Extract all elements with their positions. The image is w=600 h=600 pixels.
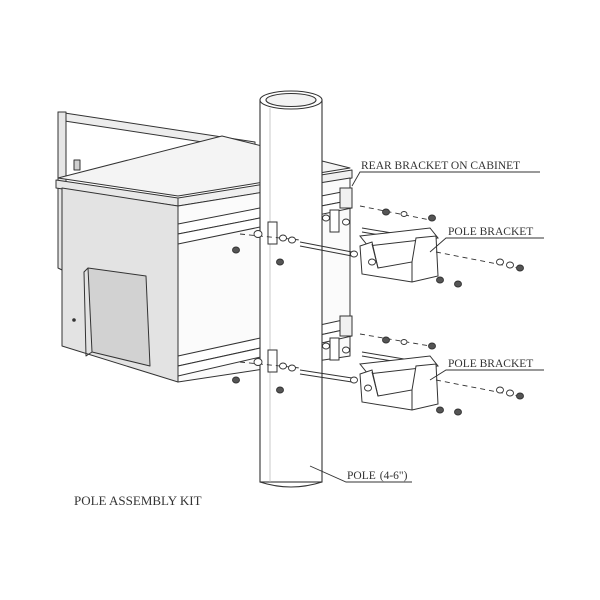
nut-u15 [516,264,524,272]
assembly-lines [239,205,519,397]
cabinet-latch [72,318,76,322]
clamp-lower-right [329,337,340,361]
cabinet-door [87,267,151,367]
pole-body [259,99,323,483]
leader-pole-bracket-upper [429,237,544,253]
cabinet-door-edge [83,267,93,357]
leader-pole-bracket-lower [429,369,544,381]
pole-bracket-lower-bend2 [371,371,379,397]
nut-l9 [428,342,436,350]
washer-u16 [322,214,330,222]
leader-pole [309,465,412,483]
pole-bracket-upper-bend2 [371,243,379,269]
rod-upper-1 [299,241,353,253]
washer-u3 [288,236,296,244]
washer-u13 [496,258,504,266]
washer-u7 [368,258,376,266]
rod-lower-1b [299,373,353,383]
nut-u11 [436,276,444,284]
nut-u4 [232,246,240,254]
washer-u1 [253,230,263,238]
washer-l2 [279,362,287,370]
washer-l3 [288,364,296,372]
pole-bracket-upper [359,227,439,283]
dash-upper-b [435,251,519,269]
nut-u12 [454,280,462,288]
pole-bracket-lower [359,355,439,411]
washer-u14 [506,261,514,269]
rod-lower-1 [299,369,353,379]
nut-l8 [382,336,390,344]
washer-u10 [400,211,408,217]
washer-l7 [364,384,372,392]
nut-l15 [516,392,524,400]
rod-upper-1b [299,245,353,257]
nut-l5 [276,386,284,394]
nut-l11 [436,406,444,414]
label-pole-bracket-lower: POLE BRACKET [448,358,533,370]
pole-bracket-upper-back [359,227,439,247]
label-pole-bracket-upper: POLE BRACKET [448,226,533,238]
nut-u8 [382,208,390,216]
dash-lower-a [359,333,431,347]
dash-upper-a [359,205,431,221]
dash-upper-c [239,233,301,241]
washer-l16 [322,342,330,350]
pole-bottom-edge [259,481,323,488]
dash-lower-b [435,379,519,397]
washer-l17 [342,346,350,354]
pole [259,90,323,488]
washer-u2 [279,234,287,242]
nut-l4 [232,376,240,384]
label-pole-size: (4-6") [380,470,408,482]
pole-top-inner [265,92,317,108]
washer-l13 [496,386,504,394]
nut-l12 [454,408,462,416]
hardware [232,208,524,416]
leader-lines [309,171,544,483]
washer-l10 [400,339,408,345]
rear-bracket-upper-end [339,187,353,209]
label-pole-name: POLE [347,470,376,482]
clamp-upper-right [329,209,340,233]
diagram-caption: POLE ASSEMBLY KIT [74,493,202,508]
nut-u5 [276,258,284,266]
pole-clamps [267,209,340,373]
cabinet-side-bolt [73,159,81,171]
washer-l6 [350,376,358,384]
rod-lower-2 [361,351,411,361]
washer-u17 [342,218,350,226]
leader-rear-bracket [351,171,540,187]
dash-lower-c [239,361,301,369]
pole-bracket-lower-back [359,355,439,375]
clamp-lower-left [267,349,278,373]
nut-u9 [428,214,436,222]
label-pole: POLE (4-6") [347,470,408,482]
washer-l1 [253,358,263,366]
label-rear-bracket: REAR BRACKET ON CABINET [361,160,520,172]
washer-u6 [350,250,358,258]
clamp-upper-left [267,221,278,245]
washer-l14 [506,389,514,397]
rear-bracket-lower-end [339,315,353,337]
